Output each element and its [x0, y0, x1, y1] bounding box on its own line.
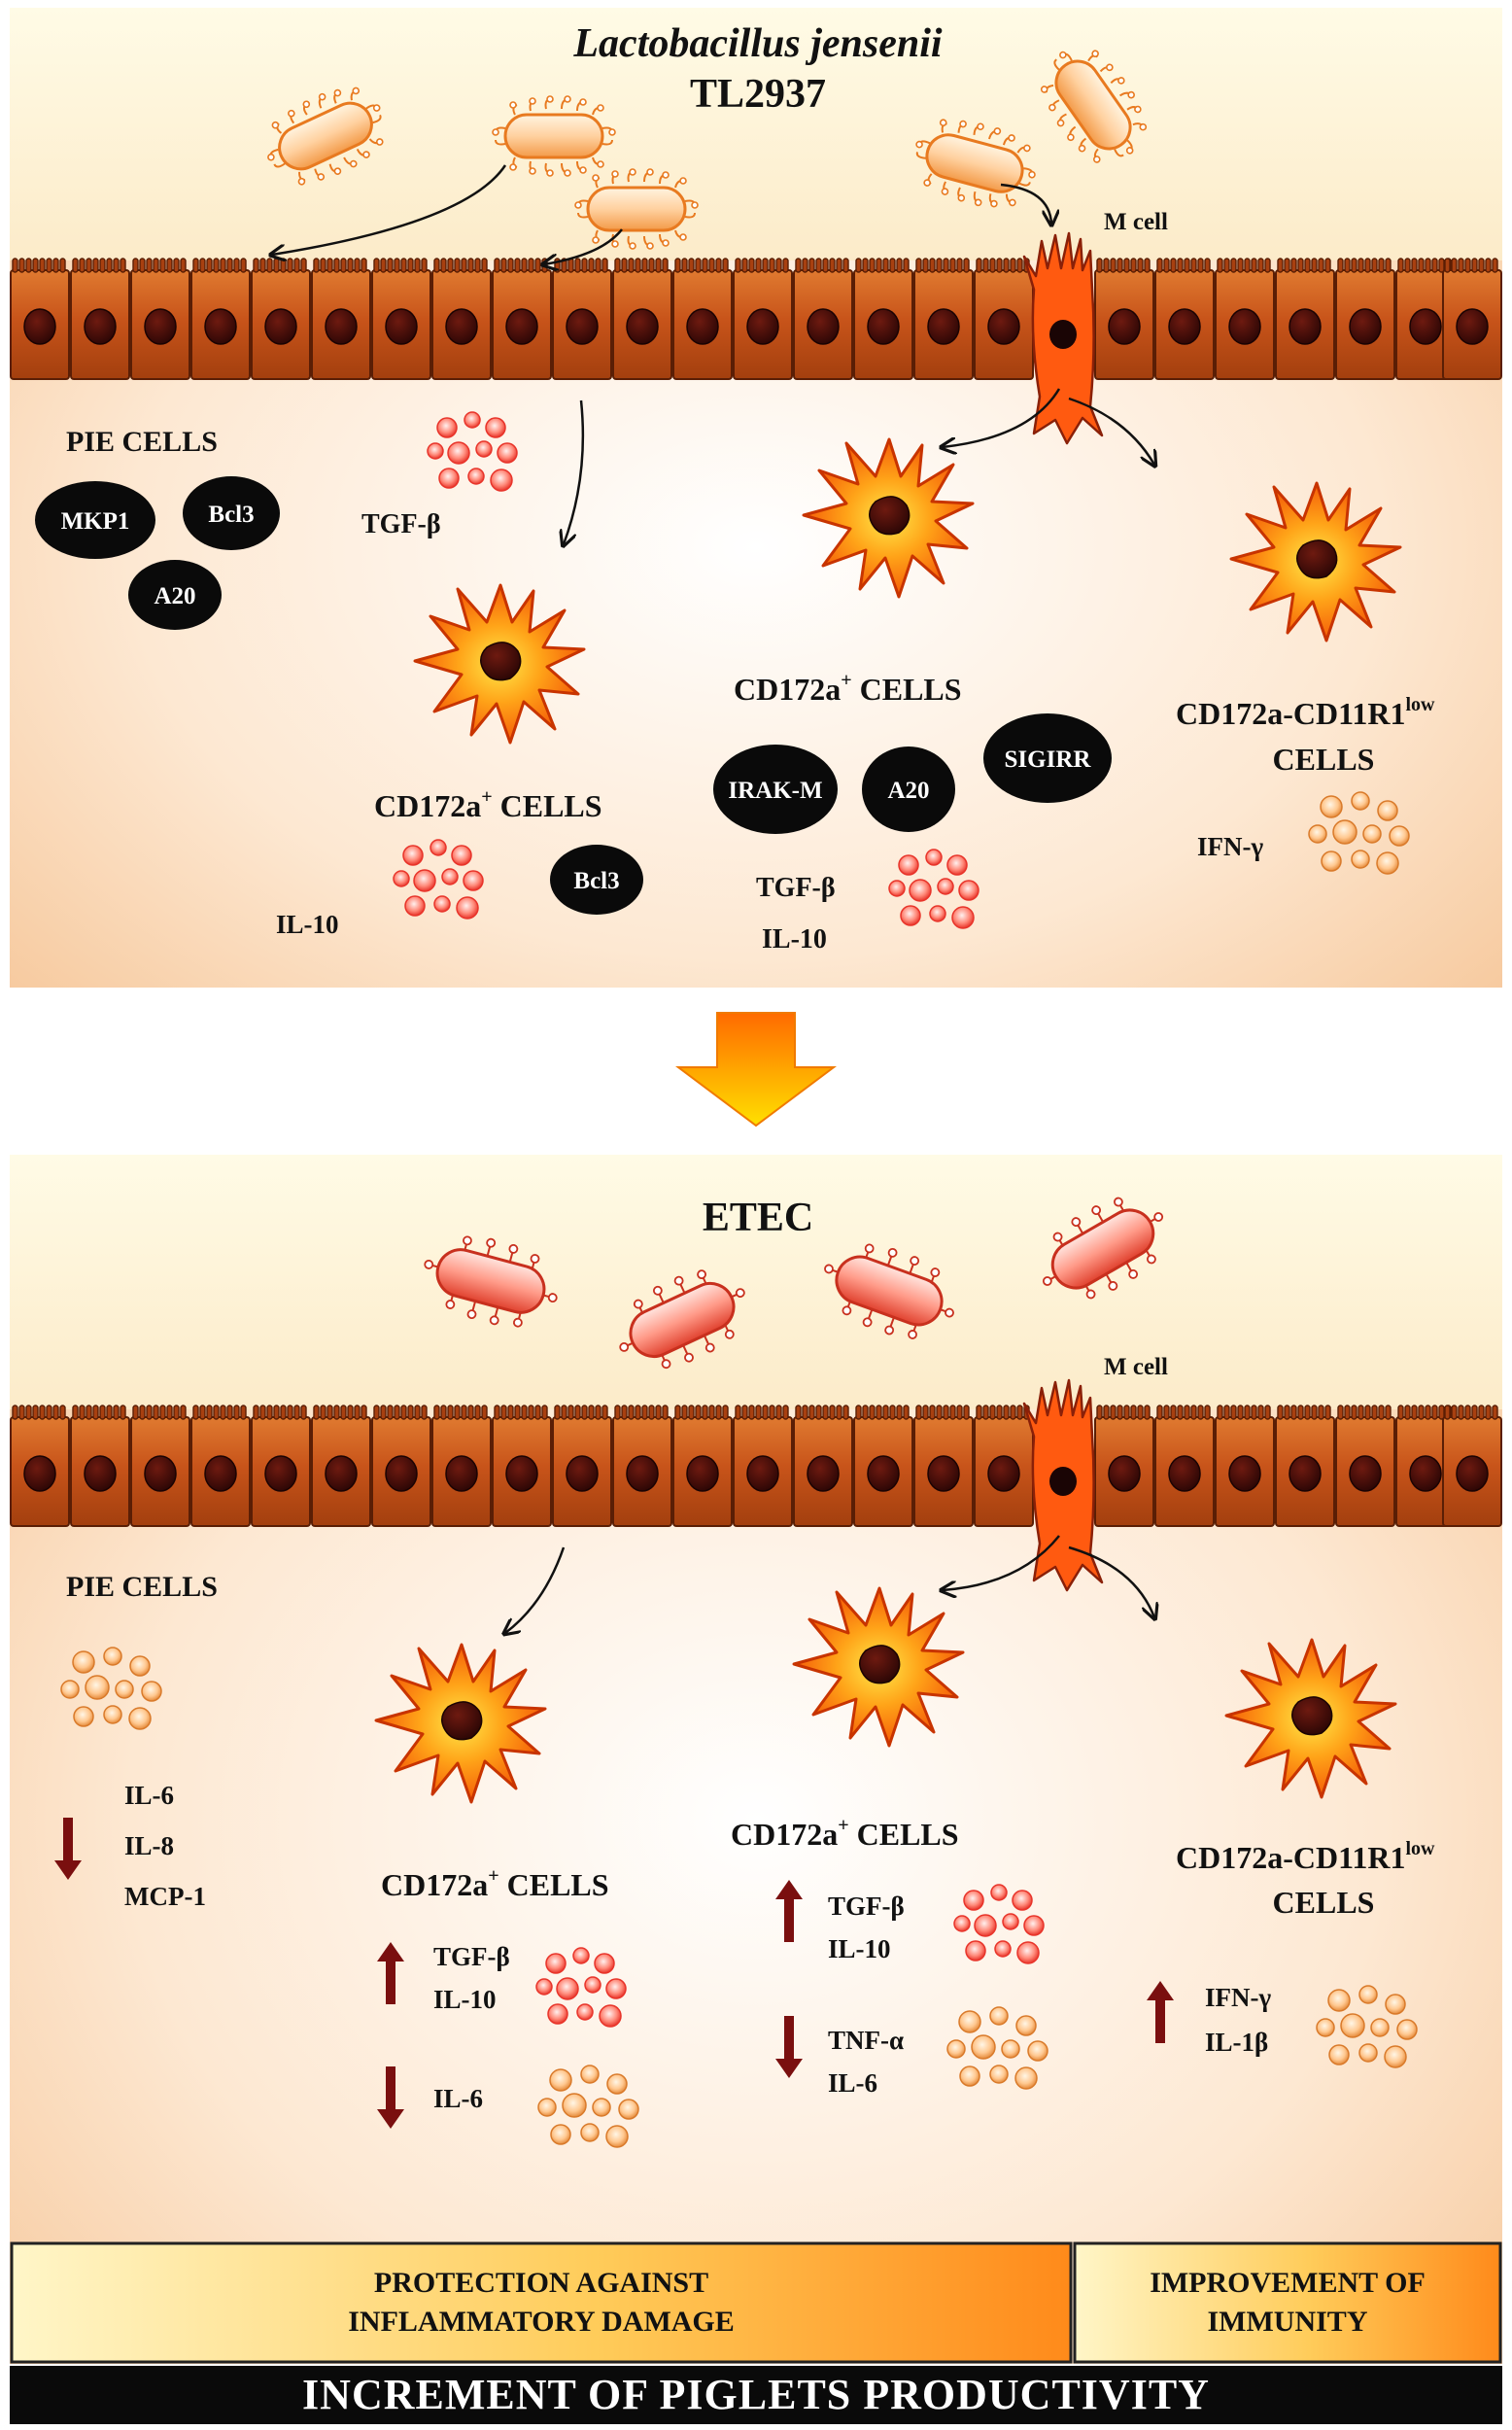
pie-mcp1: MCP-1: [124, 1882, 206, 1911]
pie-cells-label-bottom: PIE CELLS: [66, 1571, 218, 1603]
left-up-il10: IL-10: [433, 1985, 497, 2014]
title-etec: ETEC: [703, 1196, 813, 1240]
cd172a-left-label-top: CD172a+ CELLS: [374, 786, 602, 823]
il10-label-top-left: IL-10: [276, 910, 339, 939]
protection-line1: PROTECTION AGAINST: [374, 2267, 708, 2299]
pie-cells-label-top: PIE CELLS: [66, 426, 218, 458]
immunity-line2: IMMUNITY: [1208, 2306, 1368, 2338]
marker-sigirr: SIGIRR: [1005, 746, 1092, 773]
title-species: Lactobacillus jensenii: [572, 21, 943, 66]
marker-bcl3-left: Bcl3: [573, 868, 619, 894]
cd172a-mid-label-bottom: CD172a+ CELLS: [731, 1815, 959, 1852]
title-strain: TL2937: [690, 72, 826, 117]
cd11r1-label-top-line2: CELLS: [1273, 742, 1375, 777]
pie-il6: IL-6: [124, 1781, 174, 1810]
tgf-label-top: TGF-β: [361, 509, 441, 539]
cd172a-left-label-bottom: CD172a+ CELLS: [381, 1865, 609, 1902]
arrows-top: [272, 164, 1154, 544]
mid-up-il10: IL-10: [828, 1934, 891, 1963]
top-panel: Lactobacillus jensenii TL2937 M cell PIE…: [10, 8, 1502, 988]
right-up-ifn: IFN-γ: [1205, 1983, 1271, 2012]
outcome-bars: PROTECTION AGAINST INFLAMMATORY DAMAGE I…: [10, 2241, 1502, 2364]
left-up-tgf: TGF-β: [433, 1942, 510, 1971]
epithelium-top: [10, 258, 1502, 380]
cd11r1-label-bottom-line2: CELLS: [1273, 1885, 1375, 1920]
mid-down-tnf: TNF-α: [828, 2026, 904, 2055]
productivity-banner: INCREMENT OF PIGLETS PRODUCTIVITY: [10, 2366, 1502, 2424]
marker-mkp1: MKP1: [61, 508, 130, 535]
right-up-il1b: IL-1β: [1205, 2028, 1268, 2057]
transition-arrow: [675, 1012, 837, 1128]
ifn-label-top: IFN-γ: [1197, 832, 1263, 861]
cd11r1-label-top-line1: CD172a-CD11R1low: [1176, 694, 1435, 731]
mid-up-tgf: TGF-β: [828, 1892, 905, 1921]
cd172a-mid-label-top: CD172a+ CELLS: [734, 670, 962, 707]
marker-a20-mid: A20: [887, 778, 929, 804]
pie-il8: IL-8: [124, 1831, 174, 1860]
marker-a20-pie: A20: [154, 583, 195, 609]
protection-line2: INFLAMMATORY DAMAGE: [348, 2306, 735, 2338]
bottom-panel: ETEC M cell PIE CELLS IL-6 IL-8 MCP-1 CD…: [10, 1155, 1502, 2364]
cd11r1-label-bottom-line1: CD172a-CD11R1low: [1176, 1838, 1435, 1875]
pie-markers-top: [35, 476, 1112, 915]
tgf-label-top-mid: TGF-β: [756, 873, 836, 903]
left-down-il6: IL-6: [433, 2084, 483, 2113]
epithelium-bottom: [10, 1405, 1502, 1527]
marker-bcl3-pie: Bcl3: [208, 502, 254, 528]
mid-down-il6: IL-6: [828, 2068, 877, 2098]
m-cell-label-top: M cell: [1104, 209, 1168, 235]
marker-irak-m: IRAK-M: [728, 778, 822, 804]
immunity-line1: IMPROVEMENT OF: [1150, 2267, 1426, 2299]
arrows-bottom: [505, 1535, 1154, 1633]
il10-label-top-mid: IL-10: [762, 924, 827, 955]
m-cell-label-bottom: M cell: [1104, 1354, 1168, 1380]
